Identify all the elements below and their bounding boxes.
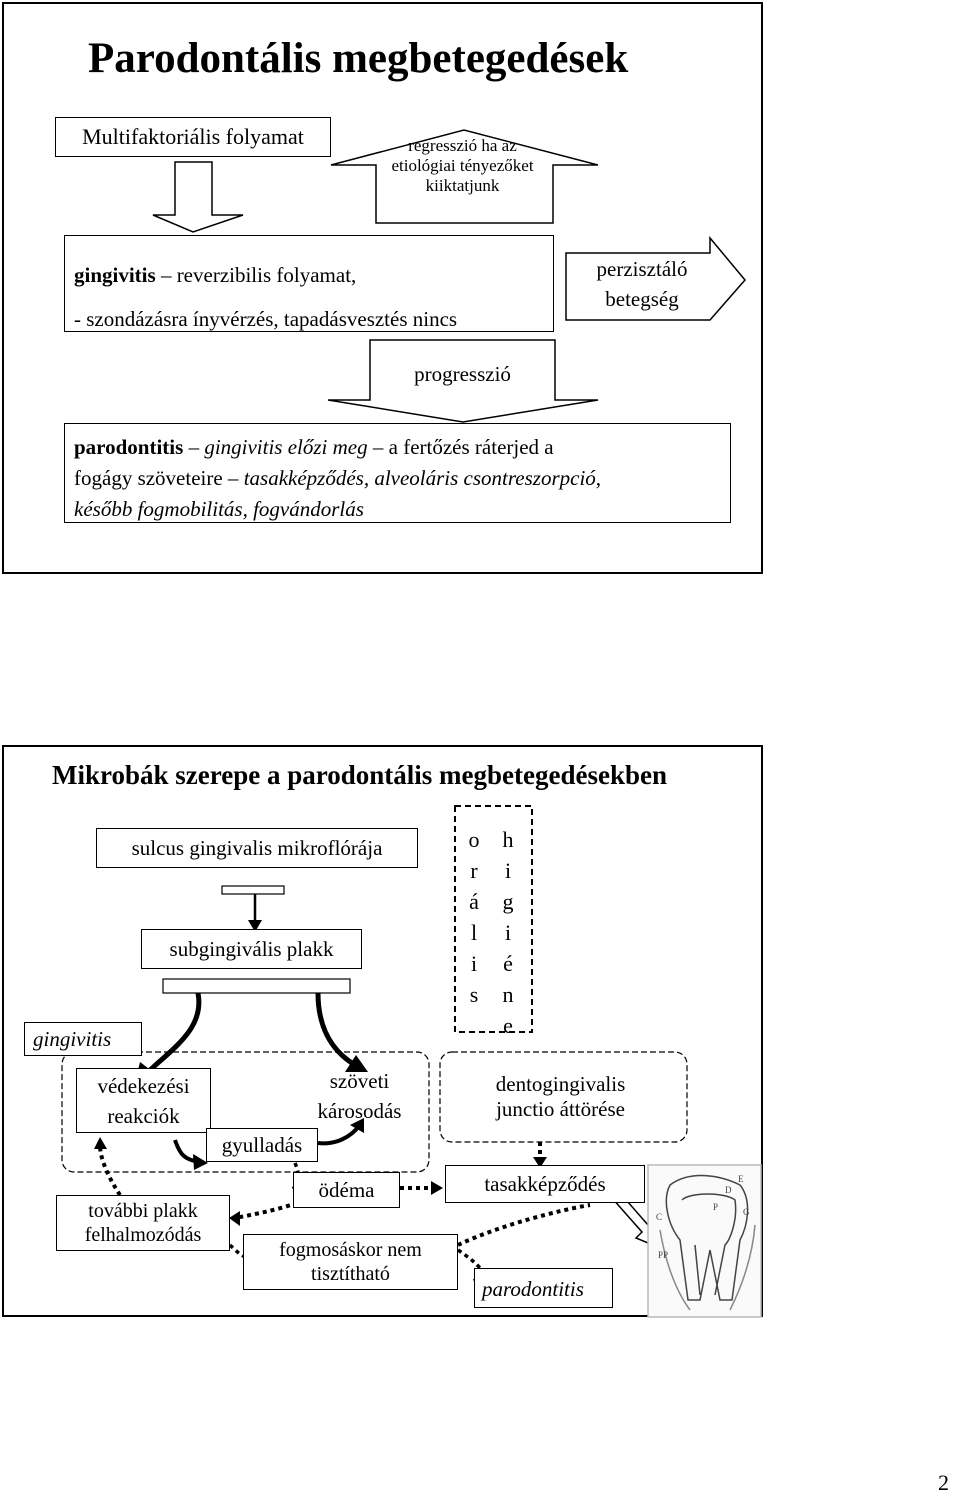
tooth-label-g: G	[743, 1207, 750, 1217]
hygiene-letter: i	[504, 858, 512, 883]
arrow-edema-to-pocket-icon	[431, 1181, 443, 1195]
subgingival-label: subgingivális plakk	[169, 937, 334, 961]
paro-normal-1: – a fertőzés ráterjed a	[367, 435, 554, 459]
hygiene-letter: i	[504, 920, 512, 945]
not-cleanable-line-1: fogmosáskor nem	[279, 1239, 422, 1261]
paro-line-2-italic: tasakképződés, alveoláris csontreszorpci…	[243, 466, 602, 490]
regression-line-2: etiológiai tényezőket	[391, 156, 534, 175]
tooth-label-d: D	[725, 1185, 732, 1195]
oral-letter: s	[469, 982, 479, 1007]
tooth-label-e: E	[738, 1174, 744, 1184]
regression-text: regresszió ha az etiológiai tényezőket k…	[365, 136, 560, 196]
slide-2	[2, 745, 763, 1317]
oral-hygiene-dashed-box	[454, 805, 533, 1033]
hygiene-column: h i g i é n e	[498, 824, 518, 1041]
edema-box: ödéma	[293, 1172, 400, 1208]
gingivitis-box-2: gingivitis	[24, 1022, 142, 1056]
right-arrow-icon	[565, 235, 746, 321]
connector-bar-1	[221, 885, 285, 895]
edema-label: ödéma	[318, 1178, 375, 1202]
pocket-label: tasakképződés	[484, 1172, 606, 1196]
hygiene-letter: é	[503, 951, 513, 976]
dentogingival-line-1: dentogingivalis	[495, 1072, 626, 1096]
persistent-line-2: betegség	[605, 287, 679, 311]
oral-letter: l	[470, 920, 478, 945]
dentogingival-line-2: junctio áttörése	[496, 1097, 625, 1121]
parodontitis-term: parodontitis	[74, 435, 184, 459]
connector-bar-2	[162, 978, 351, 994]
tooth-label-c: C	[656, 1212, 662, 1222]
hygiene-letter: h	[502, 827, 514, 852]
gingivitis-description: – reverzibilis folyamat,	[155, 263, 357, 287]
sulcus-label: sulcus gingivalis mikroflórája	[131, 836, 383, 860]
gingivitis-label: gingivitis	[33, 1027, 112, 1051]
progression-arrow-icon	[327, 339, 599, 423]
pocket-box: tasakképződés	[445, 1165, 645, 1203]
persistent-text: perzisztáló betegség	[572, 254, 712, 314]
up-arrow-icon	[330, 129, 599, 224]
hygiene-letter: g	[502, 889, 514, 914]
further-plaque-line-1: további plakk	[88, 1200, 198, 1222]
parodontitis-label: parodontitis	[482, 1277, 584, 1301]
defense-line-2: reakciók	[107, 1104, 180, 1128]
tissue-damage-line-1: szöveti	[329, 1069, 390, 1093]
arrow-to-further-plaque-icon	[229, 1211, 240, 1226]
defense-box: védekezési reakciók	[76, 1068, 211, 1133]
arrow-down-icon	[248, 920, 262, 932]
gingivitis-term: gingivitis	[74, 263, 156, 287]
dentogingival-text: dentogingivalis junctio áttörése	[468, 1072, 653, 1122]
sulcus-box: sulcus gingivalis mikroflórája	[96, 828, 418, 868]
gingivitis-box: gingivitis – reverzibilis folyamat, - sz…	[64, 235, 554, 332]
arrow-junction-to-pocket-icon	[533, 1157, 547, 1168]
inflammation-box: gyulladás	[206, 1128, 318, 1162]
tooth-label-p: P	[713, 1202, 718, 1212]
oral-letter: i	[470, 951, 478, 976]
subgingival-box: subgingivális plakk	[141, 929, 362, 969]
arrow-to-damage-icon	[345, 1055, 368, 1072]
regression-line-3: kiiktatjunk	[425, 176, 500, 195]
regression-line-1: regresszió ha az	[408, 136, 517, 155]
not-cleanable-line-2: tisztítható	[311, 1263, 390, 1285]
oral-letter: o	[468, 827, 480, 852]
paro-dash: –	[183, 435, 205, 459]
slide-1-title: Parodontális megbetegedések	[88, 35, 629, 82]
further-plaque-line-2: felhalmozódás	[84, 1224, 202, 1246]
parodontitis-box-2: parodontitis	[474, 1268, 613, 1308]
hygiene-letter: e	[503, 1013, 513, 1038]
paro-line-2-normal: fogágy szöveteire –	[74, 466, 244, 490]
oral-letter: á	[469, 889, 479, 914]
multifactorial-box: Multifaktoriális folyamat	[55, 117, 331, 157]
arrow-into-inflammation-right-icon	[350, 1118, 364, 1133]
page-number: 2	[938, 1470, 949, 1495]
tooth-diagram	[647, 1164, 762, 1318]
progression-label: progresszió	[414, 362, 511, 386]
right-dashed-region	[439, 1051, 688, 1143]
tooth-label-pp: PP	[658, 1250, 668, 1260]
arrow-into-inflammation-left-icon	[193, 1154, 208, 1170]
arrow-to-defense-loop-icon	[94, 1137, 107, 1149]
slide-2-title: Mikrobák szerepe a parodontális megbeteg…	[52, 760, 667, 790]
inflammation-label: gyulladás	[221, 1133, 303, 1157]
oral-column: o r á l i s	[464, 824, 484, 1010]
not-cleanable-box: fogmosáskor nem tisztítható	[243, 1234, 458, 1290]
paro-italic-1: gingivitis előzi meg	[204, 435, 368, 459]
hygiene-letter: n	[502, 982, 514, 1007]
left-dashed-region	[61, 1051, 430, 1173]
slide-1	[2, 2, 763, 574]
persistent-line-1: perzisztáló	[596, 257, 688, 281]
down-arrow-icon	[152, 161, 244, 233]
parodontitis-box: parodontitis – gingivitis előzi meg – a …	[64, 423, 731, 523]
defense-line-1: védekezési	[97, 1074, 190, 1098]
gingivitis-line-2: - szondázásra ínyvérzés, tapadásvesztés …	[74, 307, 458, 331]
multifactorial-label: Multifaktoriális folyamat	[82, 124, 304, 149]
tissue-damage-line-2: károsodás	[317, 1099, 402, 1123]
oral-letter: r	[470, 858, 478, 883]
tissue-damage-text: szöveti károsodás	[302, 1066, 417, 1126]
paro-line-3: később fogmobilitás, fogvándorlás	[74, 497, 364, 521]
further-plaque-box: további plakk felhalmozódás	[56, 1195, 230, 1251]
